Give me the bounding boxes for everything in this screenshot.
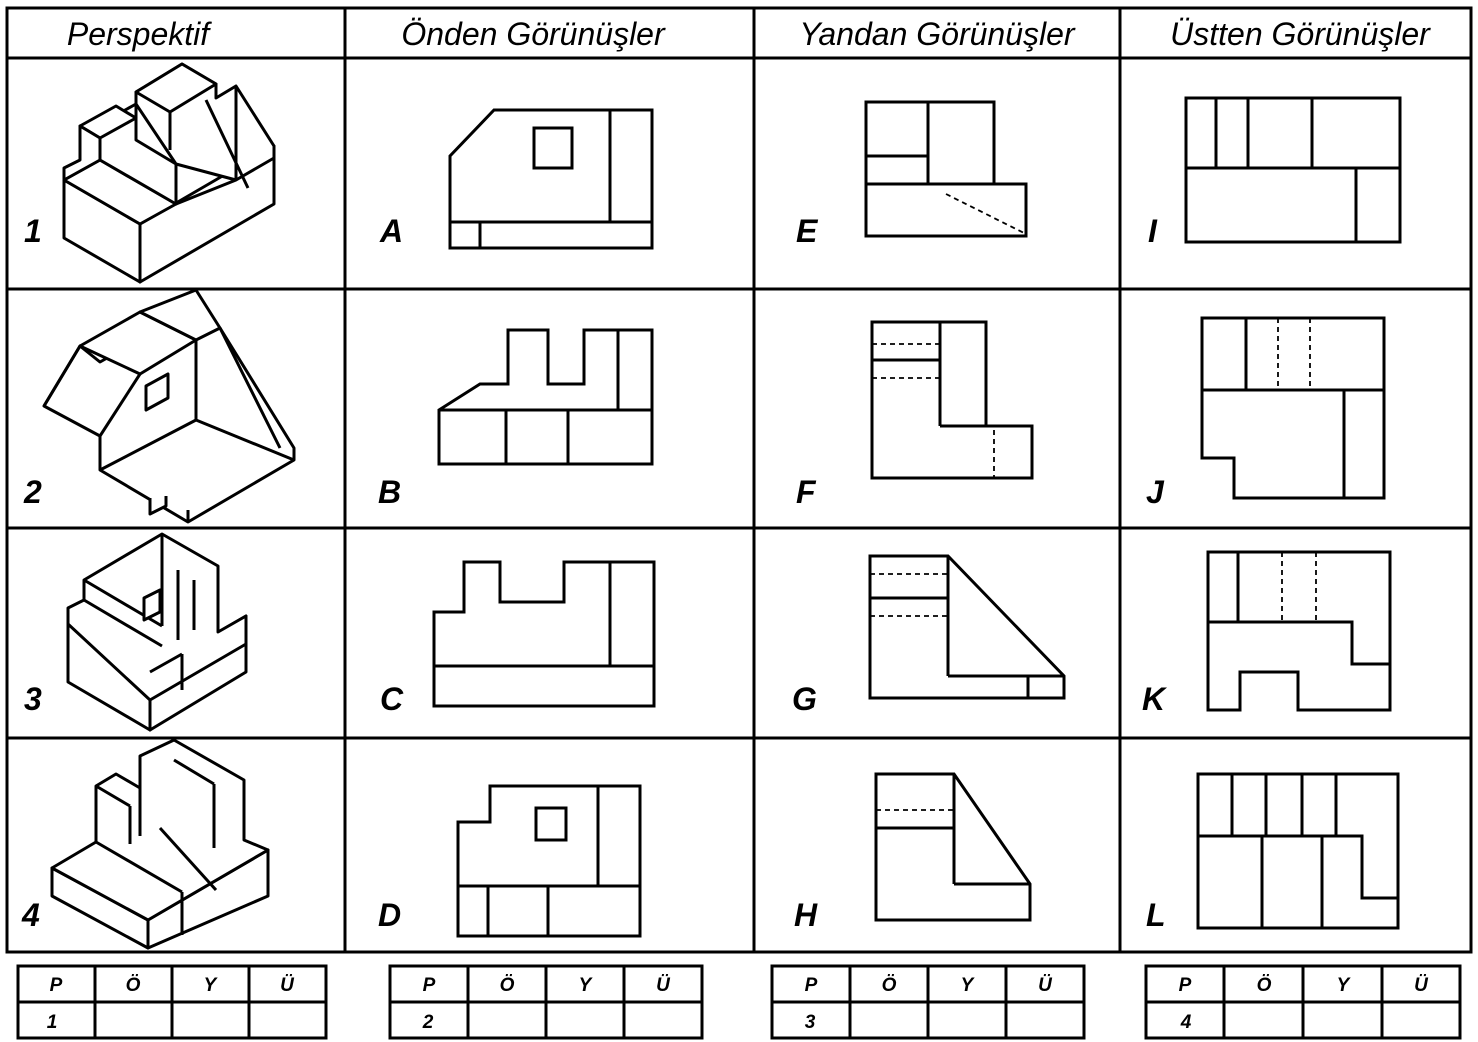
label-side-F: F [796,474,817,510]
answer-cell-side-2[interactable] [549,1005,621,1035]
top-view-L [1196,772,1400,930]
answer-cell-top-4[interactable] [1385,1005,1457,1035]
front-view-D [456,784,642,938]
label-front-A: A [379,213,403,249]
answer-table-1: P Ö Y Ü 1 [16,964,328,1040]
answer-cell-side-3[interactable] [931,1005,1003,1035]
top-view-I [1184,96,1402,244]
answer-header-o: Ö [126,975,141,996]
label-side-E: E [796,213,819,249]
perspective-drawing-3 [66,532,248,732]
answer-header-p: P [423,975,436,996]
label-perspective-2: 2 [23,474,42,510]
label-perspective-1: 1 [24,213,42,249]
answer-header-o: Ö [882,975,897,996]
perspective-drawing-2 [42,288,296,524]
answer-table-2: P Ö Y Ü 2 [388,964,704,1040]
top-view-K [1206,550,1392,712]
answer-header-y: Y [1337,975,1352,996]
answer-header-y: Y [204,975,219,996]
front-view-C [432,560,656,708]
main-grid [5,6,1473,954]
answer-cell-front-3[interactable] [853,1005,925,1035]
side-view-H [874,772,1032,922]
answer-cell-front-1[interactable] [98,1005,170,1035]
answer-cell-top-3[interactable] [1009,1005,1081,1035]
header-top-views: Üstten Görünüşler [1170,16,1431,52]
perspective-drawing-4 [50,738,270,950]
label-front-D: D [378,897,401,933]
answer-table-4: P Ö Y Ü 4 [1144,964,1462,1040]
answer-cell-front-2[interactable] [471,1005,543,1035]
answer-number: 4 [1180,1012,1192,1033]
answer-header-u: Ü [1038,975,1053,996]
answer-header-u: Ü [280,975,295,996]
answer-table-3: P Ö Y Ü 3 [770,964,1086,1040]
side-view-F [870,320,1034,480]
front-view-A [448,108,654,250]
perspective-drawing-1 [62,62,276,284]
label-top-K: K [1142,681,1168,717]
answer-cell-top-1[interactable] [252,1005,324,1035]
label-side-H: H [794,897,818,933]
answer-header-u: Ü [656,975,671,996]
label-top-L: L [1146,897,1166,933]
answer-cell-top-2[interactable] [627,1005,699,1035]
answer-number: 1 [47,1012,58,1033]
label-front-C: C [380,681,404,717]
answer-header-p: P [805,975,818,996]
answer-header-p: P [50,975,63,996]
side-view-E [864,100,1028,238]
label-front-B: B [378,474,401,510]
answer-cell-side-1[interactable] [175,1005,247,1035]
label-perspective-3: 3 [24,681,42,717]
front-view-B [437,328,654,466]
label-top-J: J [1146,474,1165,510]
answer-number: 2 [422,1012,434,1033]
label-perspective-4: 4 [21,897,40,933]
label-top-I: I [1148,213,1158,249]
answer-header-p: P [1179,975,1192,996]
label-side-G: G [792,681,817,717]
answer-header-u: Ü [1414,975,1429,996]
header-front-views: Önden Görünüşler [401,16,666,52]
header-side-views: Yandan Görünüşler [799,16,1075,52]
answer-header-y: Y [579,975,594,996]
answer-header-y: Y [961,975,976,996]
answer-cell-front-4[interactable] [1227,1005,1300,1035]
answer-cell-side-4[interactable] [1306,1005,1379,1035]
answer-number: 3 [805,1012,816,1033]
top-view-J [1200,316,1386,500]
header-perspective: Perspektif [67,16,212,52]
answer-header-o: Ö [500,975,515,996]
side-view-G [868,554,1066,700]
answer-header-o: Ö [1257,975,1272,996]
